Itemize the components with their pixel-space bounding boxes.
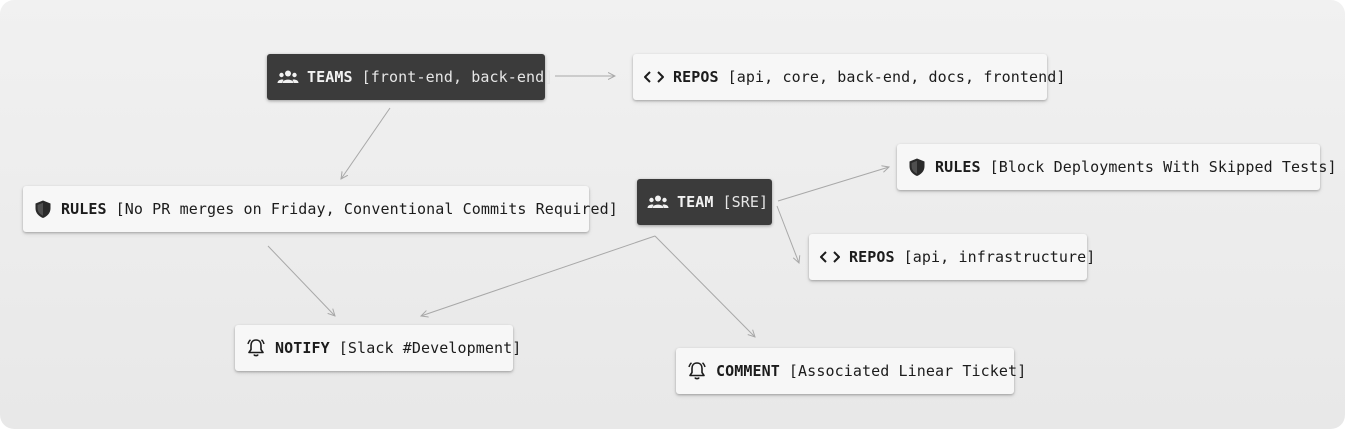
edge-teams-to-rules <box>341 107 391 179</box>
code-icon <box>643 67 665 87</box>
node-value: [Block Deployments With Skipped Tests] <box>989 158 1337 176</box>
node-keyword: REPOS <box>849 248 895 266</box>
edge-sre-to-notify <box>421 235 656 316</box>
node-comment[interactable]: COMMENT [Associated Linear Ticket] <box>676 348 1026 394</box>
shield-icon <box>907 157 927 177</box>
node-repos-top[interactable]: REPOS [api, core, back-end, docs, fronte… <box>633 54 1065 100</box>
edge-sre-to-repos <box>776 205 799 263</box>
code-icon <box>819 247 841 267</box>
node-repos-sre[interactable]: REPOS [api, infrastructure] <box>809 234 1095 280</box>
node-keyword: RULES <box>935 158 981 176</box>
node-value: [front-end, back-end] <box>361 68 554 86</box>
node-rules-right[interactable]: RULES [Block Deployments With Skipped Te… <box>897 144 1337 190</box>
node-keyword: TEAMS <box>307 68 353 86</box>
bell-icon <box>686 361 708 381</box>
users-icon <box>647 192 669 212</box>
node-value: [Associated Linear Ticket] <box>788 362 1027 380</box>
node-keyword: RULES <box>61 200 107 218</box>
edge-rules-to-notify <box>267 245 335 316</box>
node-keyword: NOTIFY <box>275 339 330 357</box>
node-rules-left[interactable]: RULES [No PR merges on Friday, Conventio… <box>23 186 618 232</box>
node-value: [No PR merges on Friday, Conventional Co… <box>115 200 618 218</box>
node-notify[interactable]: NOTIFY [Slack #Development] <box>235 325 521 371</box>
node-value: [api, infrastructure] <box>903 248 1096 266</box>
shield-icon <box>33 199 53 219</box>
edge-sre-to-rules <box>777 167 889 202</box>
users-icon <box>277 67 299 87</box>
node-keyword: TEAM <box>677 193 714 211</box>
edge-sre-to-comment <box>654 235 755 337</box>
node-keyword: REPOS <box>673 68 719 86</box>
node-value: [SRE] <box>722 193 769 211</box>
node-keyword: COMMENT <box>716 362 780 380</box>
bell-icon <box>245 338 267 358</box>
node-value: [api, core, back-end, docs, frontend] <box>727 68 1066 86</box>
node-value: [Slack #Development] <box>338 339 522 357</box>
node-team-sre[interactable]: TEAM [SRE] <box>637 179 772 225</box>
node-teams-frontend[interactable]: TEAMS [front-end, back-end] <box>267 54 553 100</box>
